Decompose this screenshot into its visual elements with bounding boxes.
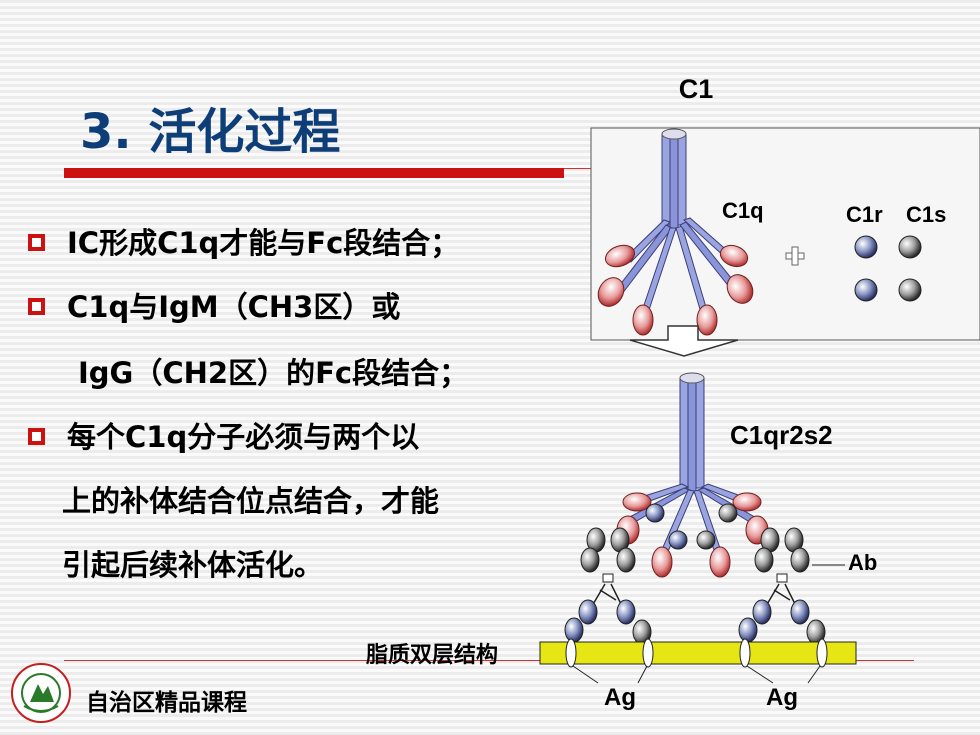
university-logo-icon bbox=[11, 663, 71, 723]
complex-label: C1qr2s2 bbox=[730, 420, 833, 450]
ag-left-label: Ag bbox=[604, 684, 636, 711]
ab-label: Ab bbox=[848, 550, 877, 575]
bullet-item: C1q与IgM（CH3区）或 bbox=[28, 284, 400, 326]
bullet-item: IC形成C1q才能与Fc段结合； bbox=[28, 220, 459, 262]
bullet-text: 每个C1q分子必须与两个以 bbox=[67, 420, 420, 454]
antigens bbox=[565, 638, 828, 684]
c1q-label: C1q bbox=[722, 198, 764, 223]
bullet-text: IC形成C1q才能与Fc段结合； bbox=[67, 226, 460, 260]
bullet-marker-icon bbox=[28, 427, 45, 445]
antibody-right bbox=[738, 527, 826, 645]
c1s-label: C1s bbox=[906, 202, 946, 227]
bullet-text: C1q与IgM（CH3区）或 bbox=[67, 290, 401, 324]
down-arrow-icon bbox=[629, 325, 739, 357]
bullet-text: 上的补体结合位点结合，才能 bbox=[62, 484, 440, 518]
c1qr2s2-complex bbox=[616, 372, 769, 578]
ag-right-label: Ag bbox=[766, 684, 798, 711]
c1r-label: C1r bbox=[846, 202, 883, 227]
bullet-continuation: 上的补体结合位点结合，才能 bbox=[62, 478, 439, 520]
footer-course-label: 自治区精品课程 bbox=[86, 690, 247, 716]
page-title: 3. 活化过程 bbox=[80, 104, 341, 160]
bullet-continuation: IgG（CH2区）的Fc段结合； bbox=[78, 350, 468, 392]
c1q-molecule bbox=[597, 128, 754, 336]
c1r-c1s-spheres bbox=[854, 235, 922, 302]
bullet-text: IgG（CH2区）的Fc段结合； bbox=[78, 356, 469, 390]
antibody-left bbox=[564, 527, 652, 645]
bullet-marker-icon bbox=[28, 233, 45, 251]
plus-icon bbox=[785, 246, 805, 266]
lipid-bilayer bbox=[539, 641, 857, 665]
bullet-marker-icon bbox=[28, 297, 45, 315]
title-underline bbox=[64, 168, 564, 178]
footer-divider bbox=[64, 660, 914, 661]
bullet-item: 每个C1q分子必须与两个以 bbox=[28, 414, 419, 456]
bullet-continuation: 引起后续补体活化。 bbox=[62, 542, 323, 584]
bullet-text: 引起后续补体活化。 bbox=[62, 548, 324, 582]
c1-label: C1 bbox=[679, 74, 714, 104]
lipid-label: 脂质双层结构 bbox=[366, 642, 498, 667]
